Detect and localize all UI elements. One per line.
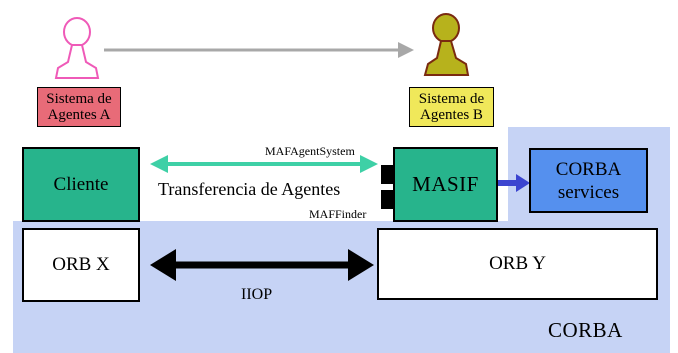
masif-to-services-arrow [498, 174, 530, 192]
agent-system-b-label: Sistema de Agentes B [409, 87, 494, 127]
agent-transfer-label: Transferencia de Agentes [158, 179, 341, 199]
agent-a-person-icon [54, 17, 100, 79]
maf-finder-port [381, 190, 395, 209]
iiop-arrow [150, 249, 374, 281]
agent-b-person-icon [423, 13, 470, 76]
corba-services-box: CORBA services [529, 148, 648, 213]
masif-box: MASIF [393, 147, 498, 222]
maf-agent-system-port [381, 165, 395, 184]
maf-finder-label: MAFFinder [309, 207, 367, 221]
corba-region-label: CORBA [548, 318, 623, 342]
agent-transfer-arrow [150, 155, 378, 173]
cliente-box: Cliente [22, 147, 140, 222]
agent-system-a-label: Sistema de Agentes A [37, 87, 121, 127]
iiop-label: IIOP [241, 286, 273, 303]
maf-agent-system-label: MAFAgentSystem [265, 144, 355, 158]
orb-y-box: ORB Y [377, 228, 658, 300]
orb-x-box: ORB X [22, 228, 140, 302]
migration-arrow [104, 42, 414, 58]
